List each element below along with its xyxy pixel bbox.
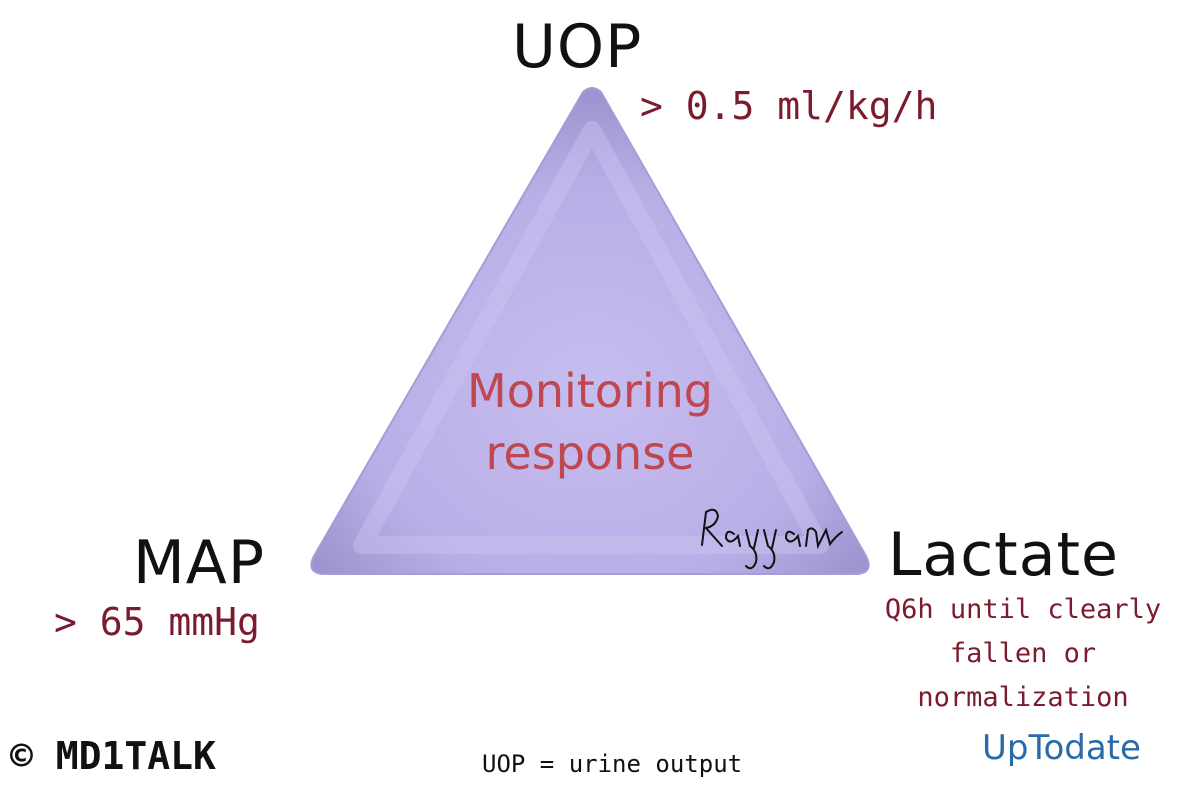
triangle-shape — [310, 87, 870, 575]
uop-label: UOP — [512, 12, 643, 82]
triangle-inner-bevel — [353, 121, 829, 554]
signature-rayyan — [701, 508, 843, 570]
lactate-label: Lactate — [888, 520, 1119, 590]
footnote-text: UOP = urine output — [482, 750, 743, 778]
map-target: > 65 mmHg — [54, 600, 260, 644]
uop-target: > 0.5 ml/kg/h — [640, 84, 938, 128]
copyright-text: © MD1TALK — [10, 734, 216, 778]
source-text: UpTodate — [982, 728, 1141, 768]
lactate-target: Q6h until clearly fallen or normalizatio… — [884, 594, 1162, 713]
center-title-line1: Monitoring — [467, 364, 713, 418]
center-title: Monitoring response — [420, 360, 760, 484]
center-title-line2: response — [485, 426, 695, 480]
map-label: MAP — [133, 528, 265, 598]
